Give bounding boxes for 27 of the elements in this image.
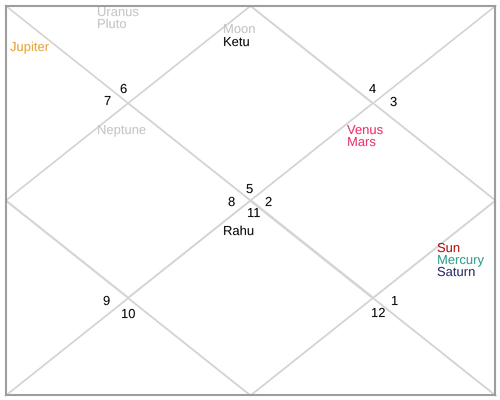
house-number: 7 [104, 93, 112, 108]
planet-name: Venus [347, 122, 384, 137]
house-number: 2 [265, 194, 272, 209]
planet-name: Sun [437, 240, 460, 255]
planet-name: Moon [223, 21, 256, 36]
house-number: 5 [246, 181, 254, 196]
house-number: 1 [391, 293, 398, 308]
house-triangle [6, 298, 250, 395]
planet-name: Mars [347, 134, 376, 149]
planet-name: Saturn [437, 264, 476, 279]
house-number: 9 [103, 293, 110, 308]
house-number: 8 [228, 194, 236, 209]
planet-name: Uranus [97, 4, 139, 19]
house-number: 12 [371, 305, 386, 320]
planet-name: Mercury [437, 252, 484, 267]
house-number: 3 [390, 94, 398, 109]
planet-name: Jupiter [10, 39, 50, 54]
planet-name: Rahu [223, 223, 254, 238]
house-number: 6 [120, 81, 128, 96]
house-number: 10 [121, 306, 136, 321]
planet-name: Neptune [97, 122, 146, 137]
house-triangle [250, 298, 495, 395]
house-number: 4 [369, 81, 376, 96]
planet-name: Pluto [97, 16, 127, 31]
planet-name: Ketu [223, 34, 250, 49]
house-triangle [372, 200, 495, 395]
house-number: 11 [247, 205, 260, 220]
